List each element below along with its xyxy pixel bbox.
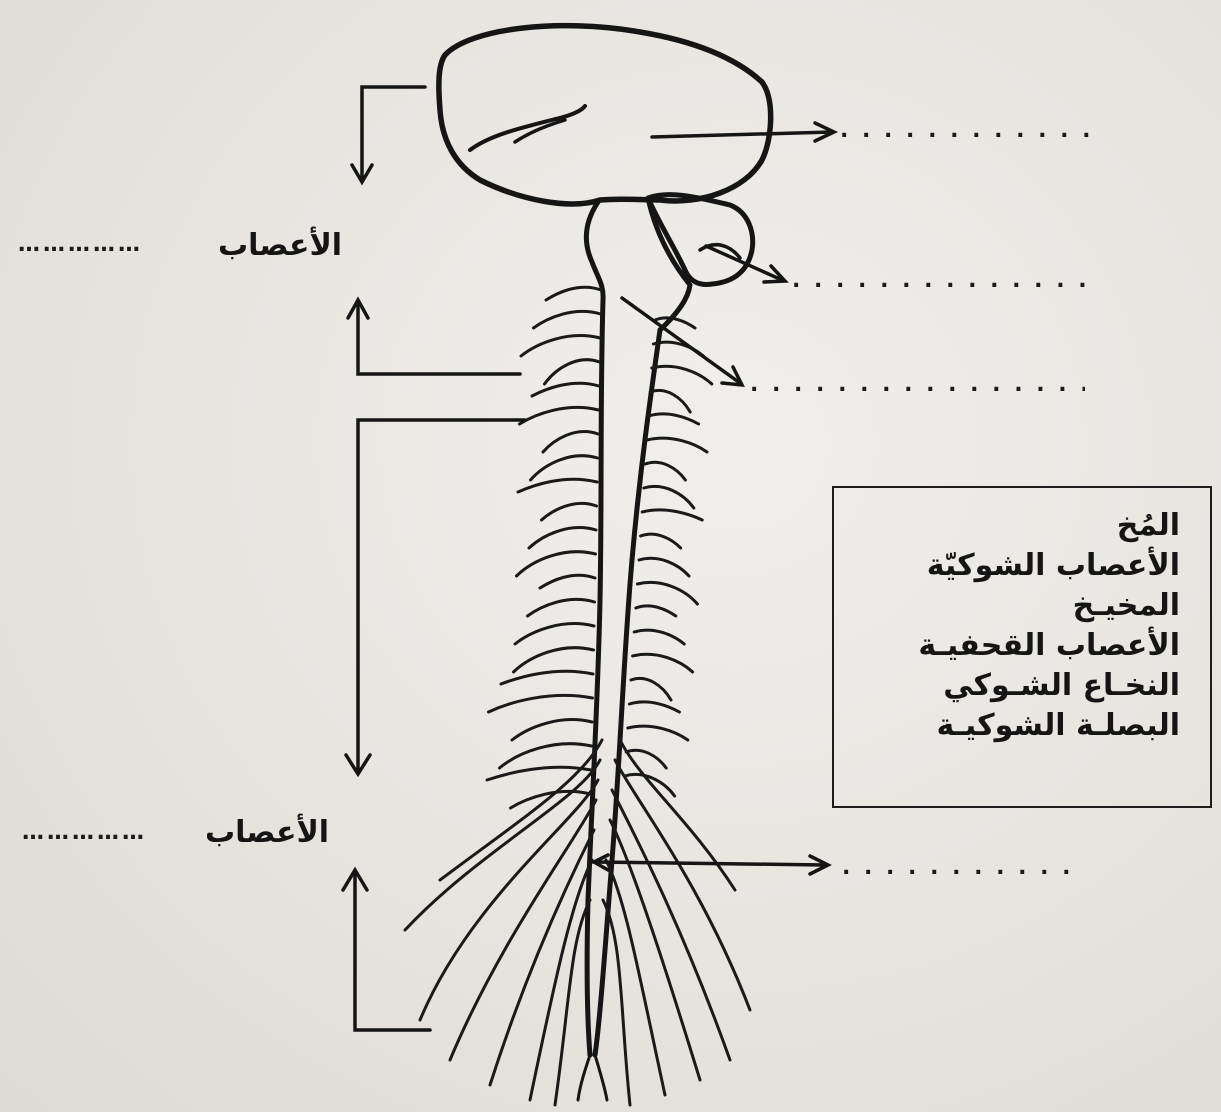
spinal-nerve (514, 648, 594, 672)
upper-bracket-bottom (358, 305, 520, 374)
spinal-nerve (637, 582, 697, 604)
spinal-nerve (515, 624, 594, 644)
spinal-nerve (521, 336, 600, 356)
spinal-nerve (529, 528, 596, 548)
spinal-nerve (501, 671, 593, 684)
lower-bracket-bottom (355, 875, 430, 1030)
word-bank-item: النخـاع الشـوكي (834, 666, 1180, 706)
cerebellum-answer-blank[interactable]: . . . . . . . . . . . . . . . . . . . . … (792, 268, 1092, 293)
lower-nerves-blank[interactable]: …………… (22, 820, 202, 845)
word-bank-item: الأعصاب القحفيـة (834, 626, 1180, 666)
spinal-nerve (517, 552, 596, 576)
spinal-nerve (647, 438, 707, 452)
spinal-cord-answer-blank[interactable]: . . . . . . . . . . . . . . . . . . . . … (842, 855, 1082, 880)
cord-tip (595, 1055, 607, 1100)
cerebrum-answer-blank[interactable]: . . . . . . . . . . . . . . . . . . . . … (840, 118, 1090, 143)
brain-fold (470, 106, 585, 150)
spinal-nerve (652, 366, 712, 384)
spinal-nerve (642, 510, 702, 520)
brainstem-outline (586, 202, 603, 300)
spinal-nerve (534, 311, 601, 328)
pointer-arrow-cerebellum (706, 246, 782, 280)
spinal-nerve (520, 407, 599, 424)
upper-nerves-blank[interactable]: …………… (18, 232, 218, 257)
spinal-nerve (641, 534, 681, 548)
spinal-nerve (531, 456, 598, 480)
medulla-answer-blank[interactable]: . . . . . . . . . . . . . . . . . . . . … (750, 372, 1085, 397)
spinal-nerve (489, 695, 593, 712)
lower-nerves-label: الأعصاب (205, 815, 329, 850)
word-bank-box: المُخ الأعصاب الشوكيّة المخيـخ الأعصاب ا… (832, 486, 1212, 808)
spinal-nerve (629, 702, 679, 712)
spinal-nerve (620, 740, 735, 890)
word-bank-item: البصلـة الشوكيـة (834, 706, 1180, 746)
spinal-nerve (606, 860, 665, 1095)
spinal-nerve (631, 678, 671, 700)
spinal-nerve (500, 744, 592, 768)
upper-nerves-label: الأعصاب (218, 228, 342, 263)
spinal-nerve (512, 720, 592, 740)
spinal-nerve (543, 432, 598, 452)
spinal-nerve (634, 630, 684, 644)
spinal-nerve (545, 360, 600, 384)
word-bank-list: المُخ الأعصاب الشوكيّة المخيـخ الأعصاب ا… (834, 488, 1210, 746)
spinal-nerve (532, 383, 599, 396)
pointer-arrow-cerebrum (652, 132, 832, 137)
spinal-nerve (636, 606, 676, 616)
word-bank-item: الأعصاب الشوكيّة (834, 546, 1180, 586)
spinal-nerve (633, 654, 693, 672)
spinal-nerve (644, 486, 694, 508)
spinal-nerve (528, 599, 595, 616)
spinal-nerve (639, 558, 689, 576)
spinal-nerve (540, 575, 595, 588)
spinal-nerve (625, 774, 675, 796)
word-bank-item: المخيـخ (834, 586, 1180, 626)
spinal-cord-left-edge (587, 300, 603, 1055)
spinal-nerve (650, 390, 690, 412)
spinal-nerve (653, 342, 703, 356)
cord-tip (578, 1055, 590, 1100)
spinal-nerve (546, 287, 601, 300)
spinal-nerve (542, 503, 597, 520)
spinal-nerve (649, 414, 699, 424)
spinal-nerve (440, 740, 602, 880)
brain-outline (439, 26, 771, 204)
pointer-arrow-medulla (622, 298, 740, 383)
spinal-nerve (645, 462, 685, 480)
word-bank-item: المُخ (834, 506, 1180, 546)
spinal-nerve (628, 726, 688, 740)
lower-bracket-top (358, 420, 525, 770)
